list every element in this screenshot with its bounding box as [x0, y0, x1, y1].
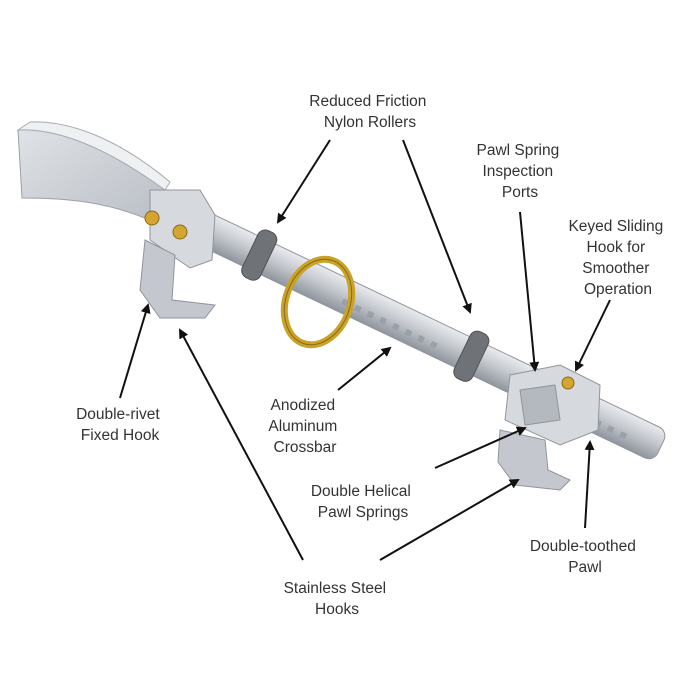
label-fixed-hook: Double-rivet Fixed Hook — [76, 406, 164, 444]
label-inspection-ports: Pawl Spring Inspection Ports — [476, 142, 563, 201]
label-crossbar: Anodized Aluminum Crossbar — [268, 397, 341, 456]
rivet — [172, 224, 188, 240]
label-rollers: Reduced Friction Nylon Rollers — [309, 93, 430, 131]
arrow-keyed — [574, 299, 611, 372]
label-pawl: Double-toothed Pawl — [530, 538, 640, 576]
arrow-inspection — [519, 211, 540, 372]
arrow-fixed-hook — [119, 303, 151, 399]
nylon-roller-left — [241, 229, 278, 281]
arrow-springs — [434, 426, 527, 469]
arrow-hooks-right — [379, 478, 520, 561]
rivet — [561, 376, 575, 390]
arrow-pawl — [584, 440, 595, 529]
nylon-roller-right — [453, 330, 490, 382]
arrow-hooks-left — [179, 328, 304, 561]
arrow-rollers-right — [402, 139, 472, 314]
arrow-rollers-left — [276, 139, 331, 224]
label-keyed-hook: Keyed Sliding Hook for Smoother Operatio… — [568, 218, 667, 298]
arrow-crossbar — [337, 346, 392, 391]
rivet — [144, 210, 160, 226]
label-springs: Double Helical Pawl Springs — [311, 483, 415, 521]
label-hooks: Stainless Steel Hooks — [284, 580, 391, 618]
sliding-hook — [497, 364, 601, 491]
fixed-hook — [139, 189, 216, 319]
